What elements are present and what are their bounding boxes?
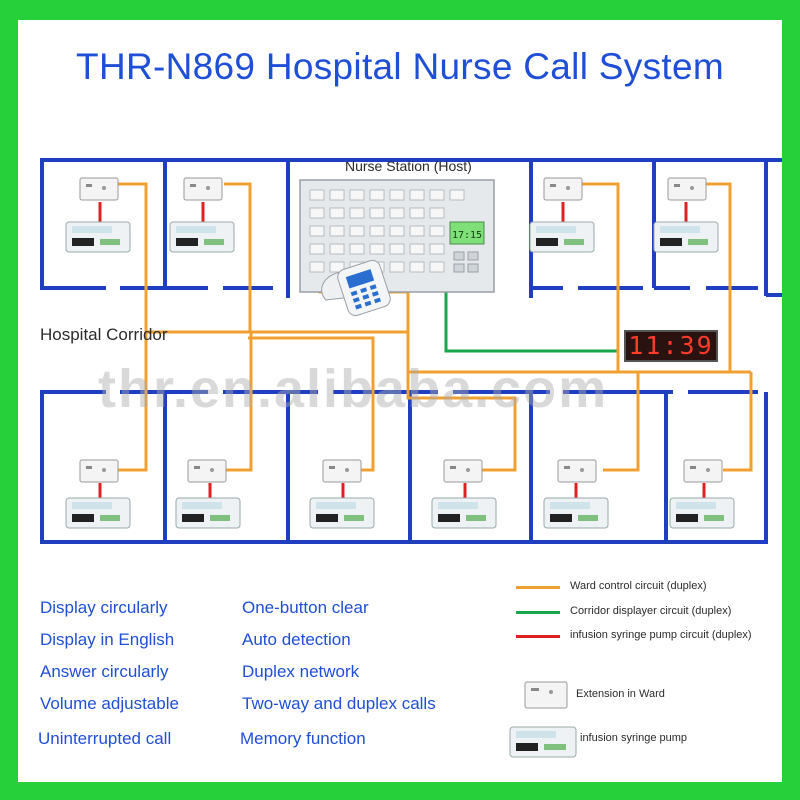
- wall-extension-icon: [322, 459, 362, 483]
- legend-label: Ward control circuit (duplex): [570, 580, 707, 592]
- host-display-screen: [449, 221, 485, 245]
- wall-extension-icon: [183, 177, 223, 201]
- diagram-title: THR-N869 Hospital Nurse Call System: [76, 46, 724, 87]
- wall-extension-icon: [524, 681, 568, 709]
- wall-extension-icon: [683, 459, 723, 483]
- syringe-pump-icon: [309, 497, 375, 529]
- floor-plan: 17:15: [40, 158, 782, 544]
- feature-item: Memory function: [240, 729, 366, 748]
- diagram-frame: THR-N869 Hospital Nurse Call System: [18, 20, 782, 782]
- feature-item: One-button clear: [242, 598, 369, 617]
- wall-extension-icon: [187, 459, 227, 483]
- feature-item: Two-way and duplex calls: [242, 694, 436, 713]
- wall-extension-icon: [543, 177, 583, 201]
- syringe-pump-icon: [669, 497, 735, 529]
- wall-extension-icon: [557, 459, 597, 483]
- syringe-pump-icon: [175, 497, 241, 529]
- syringe-pump-icon: [509, 726, 577, 758]
- ward-device-group: [65, 177, 719, 253]
- legend-label: Extension in Ward: [576, 688, 665, 700]
- wall-extension-icon: [667, 177, 707, 201]
- legend-label: infusion syringe pump circuit (duplex): [570, 629, 752, 641]
- feature-item: Answer circularly: [40, 662, 169, 681]
- syringe-pump-icon: [431, 497, 497, 529]
- feature-item: Volume adjustable: [40, 694, 179, 713]
- ward-device-group: [65, 459, 735, 529]
- feature-item: Display in English: [40, 630, 175, 649]
- legend-swatch-pump: [516, 635, 560, 638]
- nurse-station-host: 17:15: [299, 179, 495, 293]
- watermark: thr.en.alibaba.com: [98, 359, 609, 419]
- syringe-pump-icon: [169, 221, 235, 253]
- legend-swatch-corridor: [516, 611, 560, 614]
- feature-item: Duplex network: [242, 662, 360, 681]
- walls: [40, 158, 782, 544]
- syringe-pump-icon: [653, 221, 719, 253]
- syringe-pump-icon: [65, 497, 131, 529]
- feature-item: Uninterrupted call: [38, 729, 172, 748]
- pump-circuits: [98, 202, 706, 498]
- syringe-pump-icon: [543, 497, 609, 529]
- legend-label: infusion syringe pump: [580, 732, 688, 744]
- feature-item: Auto detection: [242, 630, 351, 649]
- wall-extension-icon: [443, 459, 483, 483]
- host-display-time: 17:15: [452, 230, 482, 241]
- feature-item: Display circularly: [40, 598, 168, 617]
- corridor-circuit: [444, 292, 618, 353]
- wall-extension-icon: [79, 177, 119, 201]
- corridor-label: Hospital Corridor: [40, 325, 168, 344]
- syringe-pump-icon: [529, 221, 595, 253]
- corridor-display: 11:39: [624, 330, 718, 362]
- wall-extension-icon: [79, 459, 119, 483]
- syringe-pump-icon: [65, 221, 131, 253]
- legend-swatch-ward: [516, 586, 560, 589]
- telephone-icon: [321, 259, 391, 317]
- legend-label: Corridor displayer circuit (duplex): [570, 605, 732, 617]
- nurse-station-label: Nurse Station (Host): [345, 158, 472, 174]
